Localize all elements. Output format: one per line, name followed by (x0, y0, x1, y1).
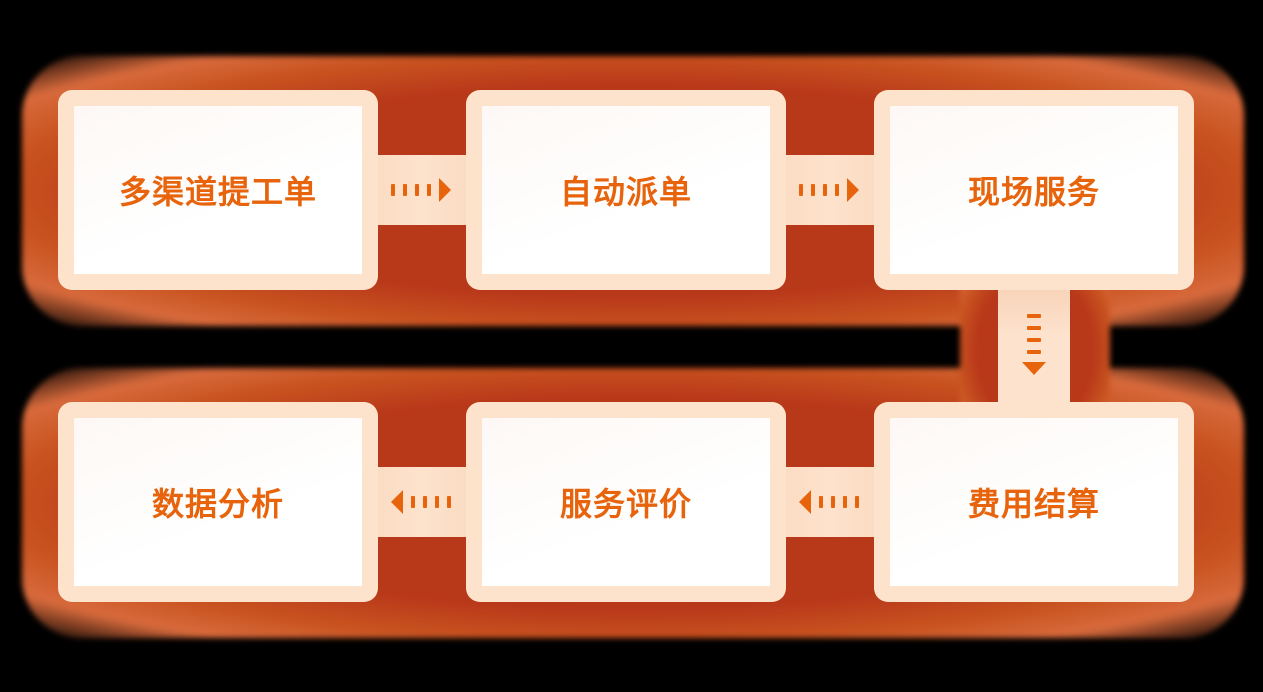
step-card-6: 数据分析 (58, 402, 378, 602)
step-label: 数据分析 (151, 485, 284, 523)
dashed-arrow-down-icon (1021, 312, 1047, 378)
connector-2-3 (784, 155, 874, 225)
connector-3-4 (998, 288, 1070, 402)
step-label: 服务评价 (559, 485, 692, 523)
step-card-body: 费用结算 (890, 418, 1178, 586)
step-card-body: 服务评价 (482, 418, 770, 586)
step-label: 现场服务 (967, 173, 1100, 211)
step-card-body: 自动派单 (482, 106, 770, 274)
step-card-5: 服务评价 (466, 402, 786, 602)
step-label: 费用结算 (967, 485, 1100, 523)
dashed-arrow-left-icon (797, 490, 861, 514)
dashed-arrow-left-icon (389, 490, 453, 514)
step-card-1: 多渠道提工单 (58, 90, 378, 290)
connector-5-6 (376, 467, 466, 537)
connector-1-2 (376, 155, 466, 225)
step-card-body: 现场服务 (890, 106, 1178, 274)
dashed-arrow-right-icon (389, 178, 453, 202)
step-label: 多渠道提工单 (118, 173, 317, 211)
connector-4-5 (784, 467, 874, 537)
dashed-arrow-right-icon (797, 178, 861, 202)
step-card-body: 多渠道提工单 (74, 106, 362, 274)
step-label: 自动派单 (559, 173, 692, 211)
step-card-body: 数据分析 (74, 418, 362, 586)
step-card-2: 自动派单 (466, 90, 786, 290)
step-card-3: 现场服务 (874, 90, 1194, 290)
step-card-4: 费用结算 (874, 402, 1194, 602)
